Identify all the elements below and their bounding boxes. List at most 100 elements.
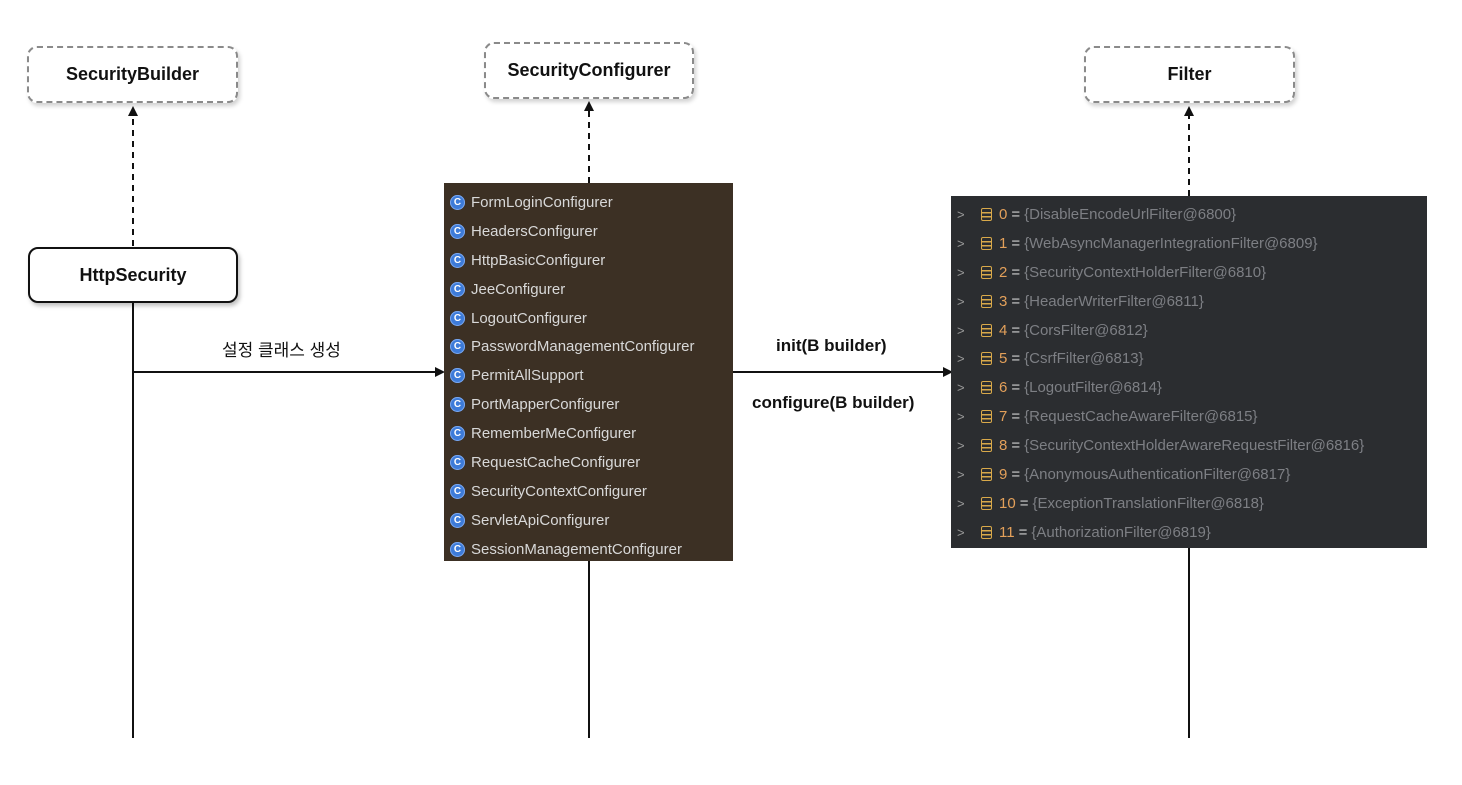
equals-sign: = <box>1011 321 1021 339</box>
configurer-item[interactable]: C PasswordManagementConfigurer <box>444 332 733 361</box>
chevron-right-icon[interactable]: > <box>957 409 965 425</box>
filter-item[interactable]: >2={SecurityContextHolderFilter@6810} <box>951 258 1427 287</box>
filter-item[interactable]: >8={SecurityContextHolderAwareRequestFil… <box>951 431 1427 460</box>
filter-index: 1 <box>999 234 1008 252</box>
filter-index: 0 <box>999 205 1008 223</box>
class-c-icon: C <box>450 426 465 442</box>
filter-index: 3 <box>999 292 1008 310</box>
filter-item[interactable]: >6={LogoutFilter@6814} <box>951 373 1427 402</box>
configurer-name: SecurityContextConfigurer <box>471 482 647 500</box>
equals-sign: = <box>1019 494 1029 512</box>
filter-item[interactable]: >0={DisableEncodeUrlFilter@6800} <box>951 200 1427 229</box>
list-field-icon <box>981 294 992 308</box>
configure-label: configure(B builder) <box>752 393 915 412</box>
configurer-name: RememberMeConfigurer <box>471 425 637 443</box>
filter-value: {SecurityContextHolderAwareRequestFilter… <box>1024 437 1365 455</box>
list-field-icon <box>981 352 992 366</box>
http-security-node: HttpSecurity <box>28 247 238 303</box>
list-field-icon <box>981 323 992 337</box>
chevron-right-icon[interactable]: > <box>957 235 965 251</box>
chevron-right-icon[interactable]: > <box>957 206 965 222</box>
filter-item[interactable]: >4={CorsFilter@6812} <box>951 316 1427 345</box>
configurer-item[interactable]: C PortMapperConfigurer <box>444 390 733 419</box>
equals-sign: = <box>1011 234 1021 252</box>
filter-index: 7 <box>999 408 1008 426</box>
filter-value: {CsrfFilter@6813} <box>1024 350 1144 368</box>
filter-index: 4 <box>999 321 1008 339</box>
filter-value: {LogoutFilter@6814} <box>1024 379 1162 397</box>
equals-sign: = <box>1011 292 1021 310</box>
filter-item[interactable]: >11={AuthorizationFilter@6819} <box>951 518 1427 547</box>
configurer-name: PasswordManagementConfigurer <box>471 338 695 356</box>
http-security-label: HttpSecurity <box>79 264 187 285</box>
filter-item[interactable]: >3={HeaderWriterFilter@6811} <box>951 287 1427 316</box>
filter-value: {HeaderWriterFilter@6811} <box>1024 292 1204 310</box>
configurer-item[interactable]: C RequestCacheConfigurer <box>444 448 733 477</box>
filter-index: 5 <box>999 350 1008 368</box>
list-field-icon <box>981 467 992 481</box>
security-configurer-label: SecurityConfigurer <box>507 60 671 80</box>
filter-item[interactable]: >7={RequestCacheAwareFilter@6815} <box>951 402 1427 431</box>
equals-sign: = <box>1011 465 1021 483</box>
list-field-icon <box>981 410 992 424</box>
filter-item[interactable]: >9={AnonymousAuthenticationFilter@6817} <box>951 460 1427 489</box>
filter-item[interactable]: >5={CsrfFilter@6813} <box>951 344 1427 373</box>
chevron-right-icon[interactable]: > <box>957 322 965 338</box>
configurer-name: FormLoginConfigurer <box>471 193 613 211</box>
filter-value: {WebAsyncManagerIntegrationFilter@6809} <box>1024 234 1318 252</box>
filter-item[interactable]: >1={WebAsyncManagerIntegrationFilter@680… <box>951 229 1427 258</box>
configurer-item[interactable]: C RememberMeConfigurer <box>444 419 733 448</box>
configurer-item[interactable]: C SecurityContextConfigurer <box>444 477 733 506</box>
configurer-name: HeadersConfigurer <box>471 222 598 240</box>
equals-sign: = <box>1011 350 1021 368</box>
filter-index: 10 <box>999 494 1016 512</box>
init-label: init(B builder) <box>776 336 887 355</box>
class-c-icon: C <box>450 368 465 384</box>
filter-value: {CorsFilter@6812} <box>1024 321 1148 339</box>
class-c-icon: C <box>450 483 465 499</box>
chevron-right-icon[interactable]: > <box>957 466 965 482</box>
list-field-icon <box>981 381 992 395</box>
class-c-icon: C <box>450 281 465 297</box>
equals-sign: = <box>1018 523 1028 541</box>
chevron-right-icon[interactable]: > <box>957 495 965 511</box>
equals-sign: = <box>1011 205 1021 223</box>
filter-index: 6 <box>999 379 1008 397</box>
configurer-name: RequestCacheConfigurer <box>471 453 641 471</box>
filter-item[interactable]: >10={ExceptionTranslationFilter@6818} <box>951 489 1427 518</box>
filter-index: 2 <box>999 263 1008 281</box>
class-c-icon: C <box>450 252 465 268</box>
chevron-right-icon[interactable]: > <box>957 380 965 396</box>
list-field-icon <box>981 496 992 510</box>
filter-node: Filter <box>1084 46 1295 103</box>
list-field-icon <box>981 207 992 221</box>
configurer-name: PortMapperConfigurer <box>471 396 620 414</box>
security-builder-node: SecurityBuilder <box>27 46 238 103</box>
filter-index: 9 <box>999 465 1008 483</box>
list-field-icon <box>981 265 992 279</box>
chevron-right-icon[interactable]: > <box>957 293 965 309</box>
list-field-icon <box>981 525 992 539</box>
chevron-right-icon[interactable]: > <box>957 438 965 454</box>
filter-value: {RequestCacheAwareFilter@6815} <box>1024 408 1258 426</box>
filter-index: 11 <box>999 523 1015 541</box>
class-c-icon: C <box>450 397 465 413</box>
class-c-icon: C <box>450 454 465 470</box>
chevron-right-icon[interactable]: > <box>957 264 965 280</box>
class-c-icon: C <box>450 339 465 355</box>
configurer-name: LogoutConfigurer <box>471 309 587 327</box>
filter-label: Filter <box>1167 64 1212 84</box>
chevron-right-icon[interactable]: > <box>957 351 965 367</box>
chevron-right-icon[interactable]: > <box>957 524 965 540</box>
filter-value: {DisableEncodeUrlFilter@6800} <box>1024 205 1237 223</box>
